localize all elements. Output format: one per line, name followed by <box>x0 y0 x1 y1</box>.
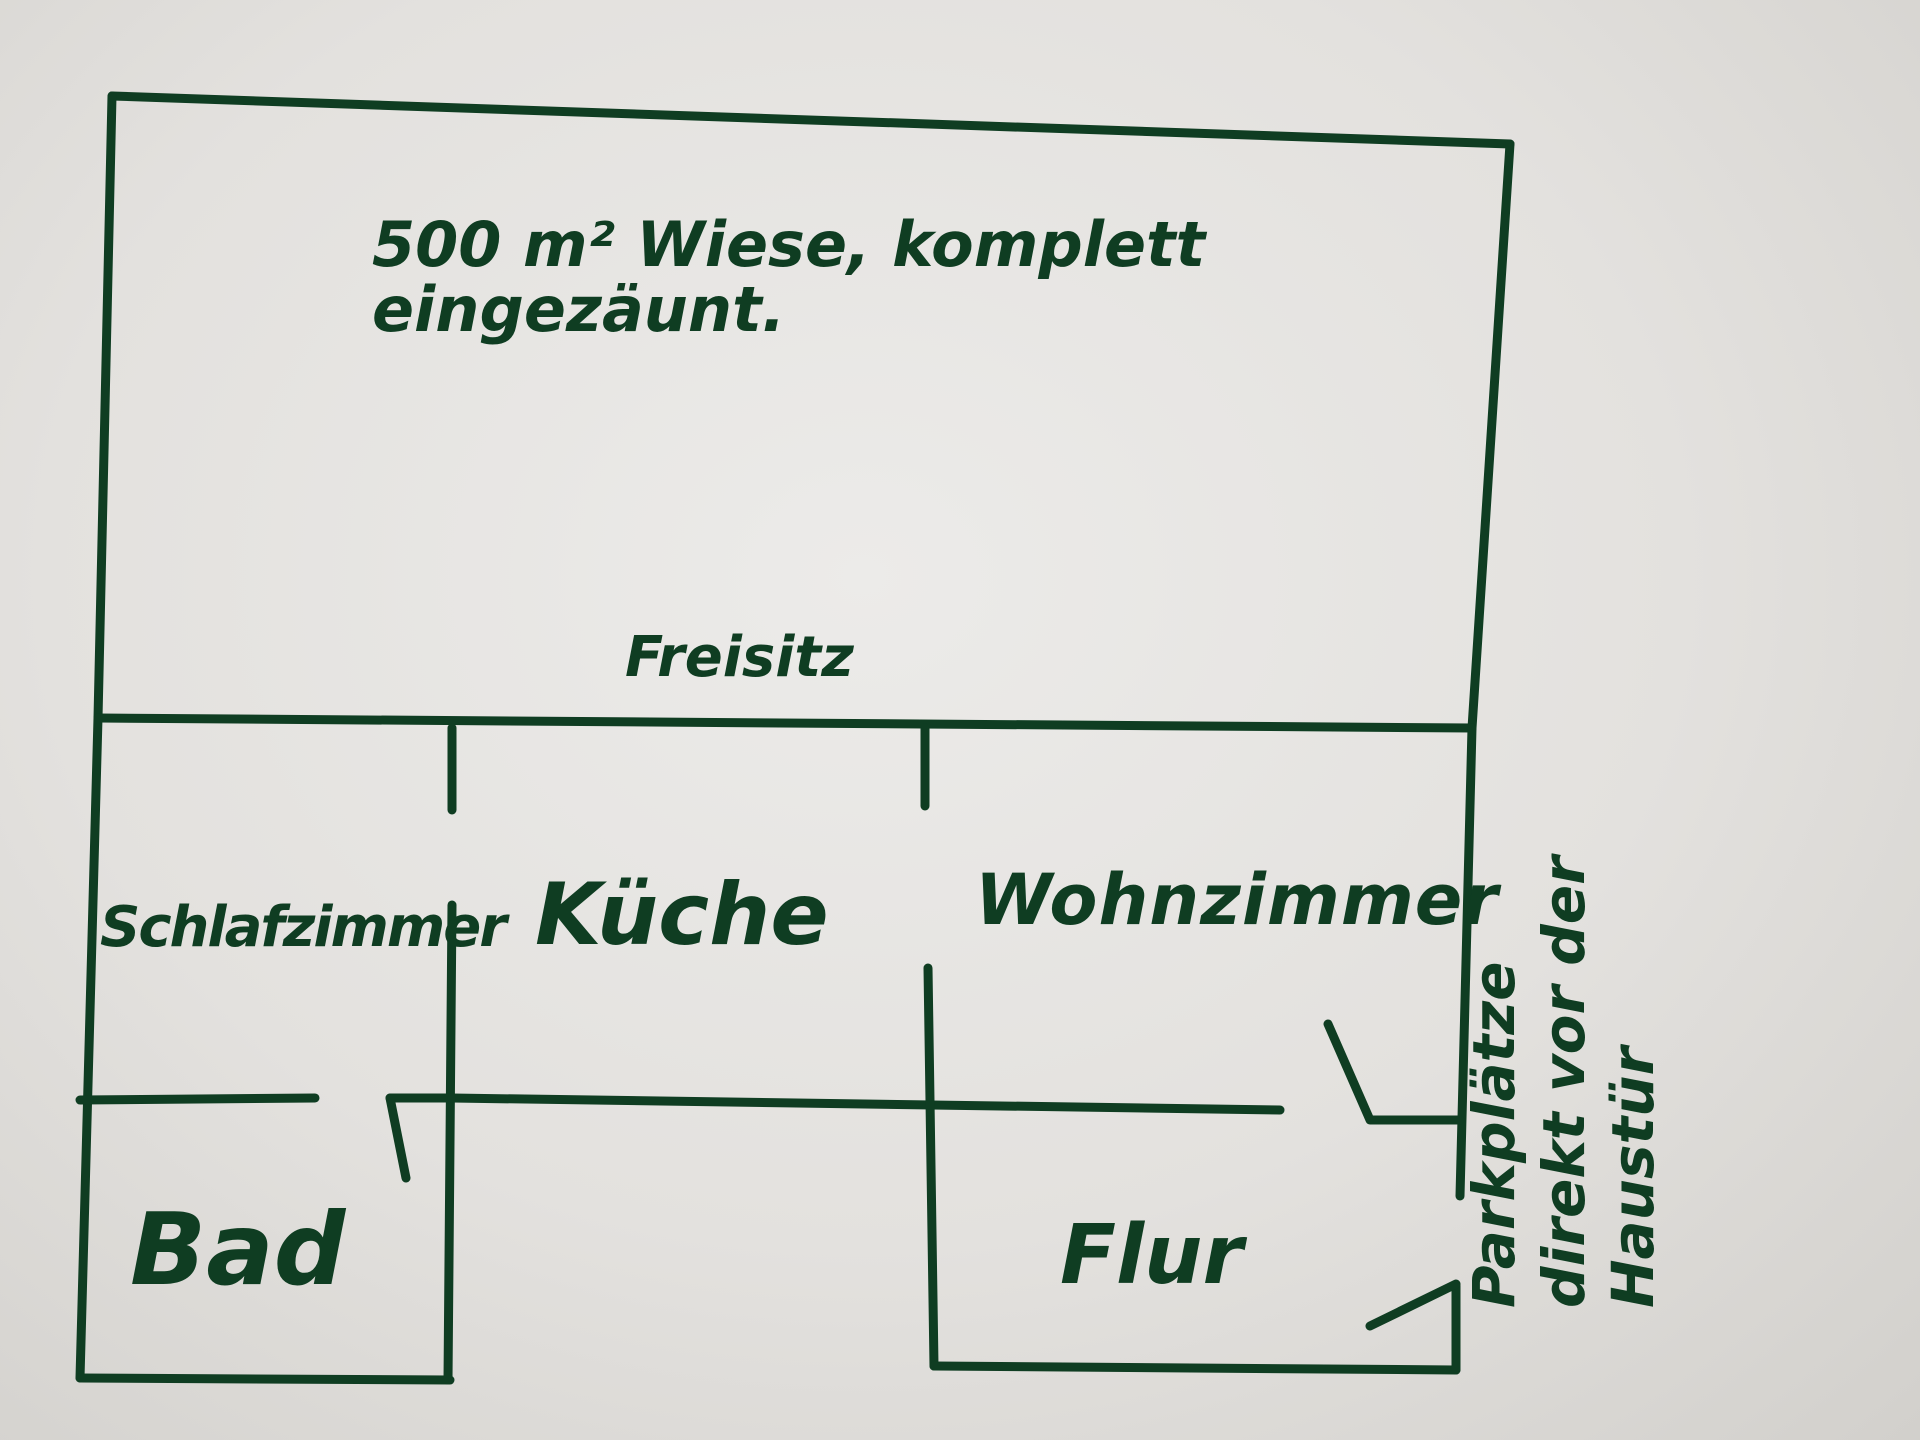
house-left-wall <box>75 713 103 1383</box>
parking-note-line3: Haustür <box>1599 1046 1668 1308</box>
door-wohnzimmer <box>1323 1019 1465 1125</box>
room-label-bad: Bad <box>130 1191 346 1308</box>
door-front <box>1365 1279 1461 1331</box>
wall-wohnzimmer-left <box>923 963 939 1371</box>
room-label-wohnzimmer: Wohnzimmer <box>975 859 1499 941</box>
house-top-wall <box>93 713 1477 733</box>
wall-bad-top <box>75 1093 320 1105</box>
garden-left-wall <box>93 91 117 723</box>
room-label-freisitz: Freisitz <box>625 625 854 690</box>
room-label-flur: Flur <box>1060 1208 1243 1303</box>
house-bottom-wall-left <box>75 1373 455 1385</box>
parking-note: Parkplätze direkt vor der Haustür <box>1460 748 1669 1308</box>
garden-top-wall <box>107 91 1515 149</box>
meadow-label-line2: eingezäunt. <box>372 273 786 347</box>
garden-right-wall <box>1467 139 1515 733</box>
wall-schlafzimmer-kueche <box>443 900 457 1385</box>
wall-flur-bottom <box>929 1361 1461 1375</box>
room-label-kueche: Küche <box>535 865 829 965</box>
room-label-schlafzimmer: Schlafzimmer <box>100 895 507 960</box>
meadow-label: 500 m² Wiese, komplett eingezäunt. <box>372 212 1272 342</box>
meadow-label-line1: 500 m² Wiese, komplett <box>372 208 1206 281</box>
parking-note-line2: direkt vor der <box>1529 856 1598 1308</box>
wall-kueche-flur <box>447 1093 1285 1115</box>
parking-note-line1: Parkplätze <box>1460 961 1528 1308</box>
door-bad <box>385 1093 411 1183</box>
